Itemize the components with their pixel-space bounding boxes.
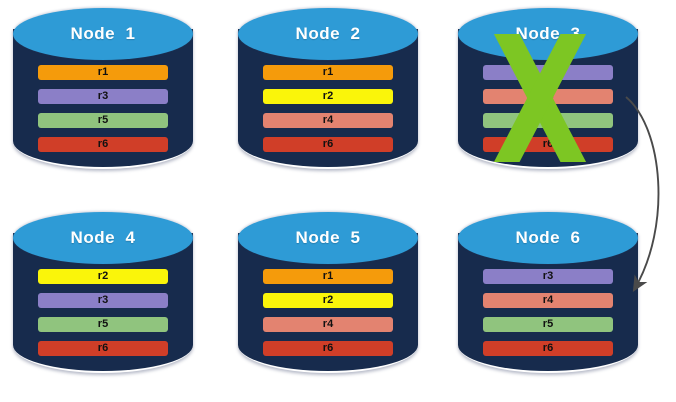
replica-bar[interactable]: r3 xyxy=(38,89,168,104)
replica-bar[interactable]: r4 xyxy=(483,89,613,104)
replica-bar[interactable]: r6 xyxy=(263,137,393,152)
node-cylinder-4[interactable]: Node 4 r2 r3 r5 r6 xyxy=(13,212,193,392)
node-title: Node 3 xyxy=(515,24,581,43)
node-title: Node 1 xyxy=(70,24,136,43)
replica-bar[interactable]: r6 xyxy=(263,341,393,356)
replica-bar[interactable]: r3 xyxy=(38,293,168,308)
replica-bar[interactable]: r2 xyxy=(38,269,168,284)
replica-bar[interactable]: r6 xyxy=(483,137,613,152)
node-cylinder-6[interactable]: Node 6 r3 r4 r5 r6 xyxy=(458,212,638,392)
cylinder-top-ellipse xyxy=(13,8,193,60)
replica-list: r1 r3 r5 r6 xyxy=(38,65,168,152)
replica-bar[interactable]: r6 xyxy=(483,341,613,356)
replica-bar[interactable]: r5 xyxy=(38,113,168,128)
replica-bar[interactable]: r1 xyxy=(263,269,393,284)
replica-bar[interactable]: r1 xyxy=(263,65,393,80)
node-title: Node 2 xyxy=(295,24,361,43)
replica-bar[interactable]: r4 xyxy=(483,293,613,308)
replica-list: r1 r2 r4 r6 xyxy=(263,65,393,152)
node-cylinder-2[interactable]: Node 2 r1 r2 r4 r6 xyxy=(238,8,418,188)
node-title: Node 5 xyxy=(295,228,361,247)
replica-bar[interactable]: r4 xyxy=(263,317,393,332)
replica-bar[interactable]: r3 xyxy=(483,65,613,80)
node-title: Node 4 xyxy=(70,228,136,247)
replica-bar[interactable]: r6 xyxy=(38,341,168,356)
replica-list: r3 r4 r5 r6 xyxy=(483,65,613,152)
replica-bar[interactable]: r4 xyxy=(263,113,393,128)
cylinder-top-ellipse xyxy=(13,212,193,264)
cylinder-top-ellipse xyxy=(458,212,638,264)
replica-bar[interactable]: r6 xyxy=(38,137,168,152)
replica-bar[interactable]: r5 xyxy=(483,317,613,332)
replica-bar[interactable]: r2 xyxy=(263,293,393,308)
replica-bar[interactable]: r5 xyxy=(483,113,613,128)
replica-bar[interactable]: r3 xyxy=(483,269,613,284)
node-cylinder-5[interactable]: Node 5 r1 r2 r4 r6 xyxy=(238,212,418,392)
replica-bar[interactable]: r1 xyxy=(38,65,168,80)
replica-list: r1 r2 r4 r6 xyxy=(263,269,393,356)
cylinder-top-ellipse xyxy=(238,8,418,60)
replica-bar[interactable]: r5 xyxy=(38,317,168,332)
replica-list: r2 r3 r5 r6 xyxy=(38,269,168,356)
node-cylinder-1[interactable]: Node 1 r1 r3 r5 r6 xyxy=(13,8,193,188)
node-title: Node 6 xyxy=(515,228,581,247)
replica-list: r3 r4 r5 r6 xyxy=(483,269,613,356)
cylinder-top-ellipse xyxy=(238,212,418,264)
node-cylinder-3[interactable]: Node 3 r3 r4 r5 r6 xyxy=(458,8,638,188)
replica-bar[interactable]: r2 xyxy=(263,89,393,104)
